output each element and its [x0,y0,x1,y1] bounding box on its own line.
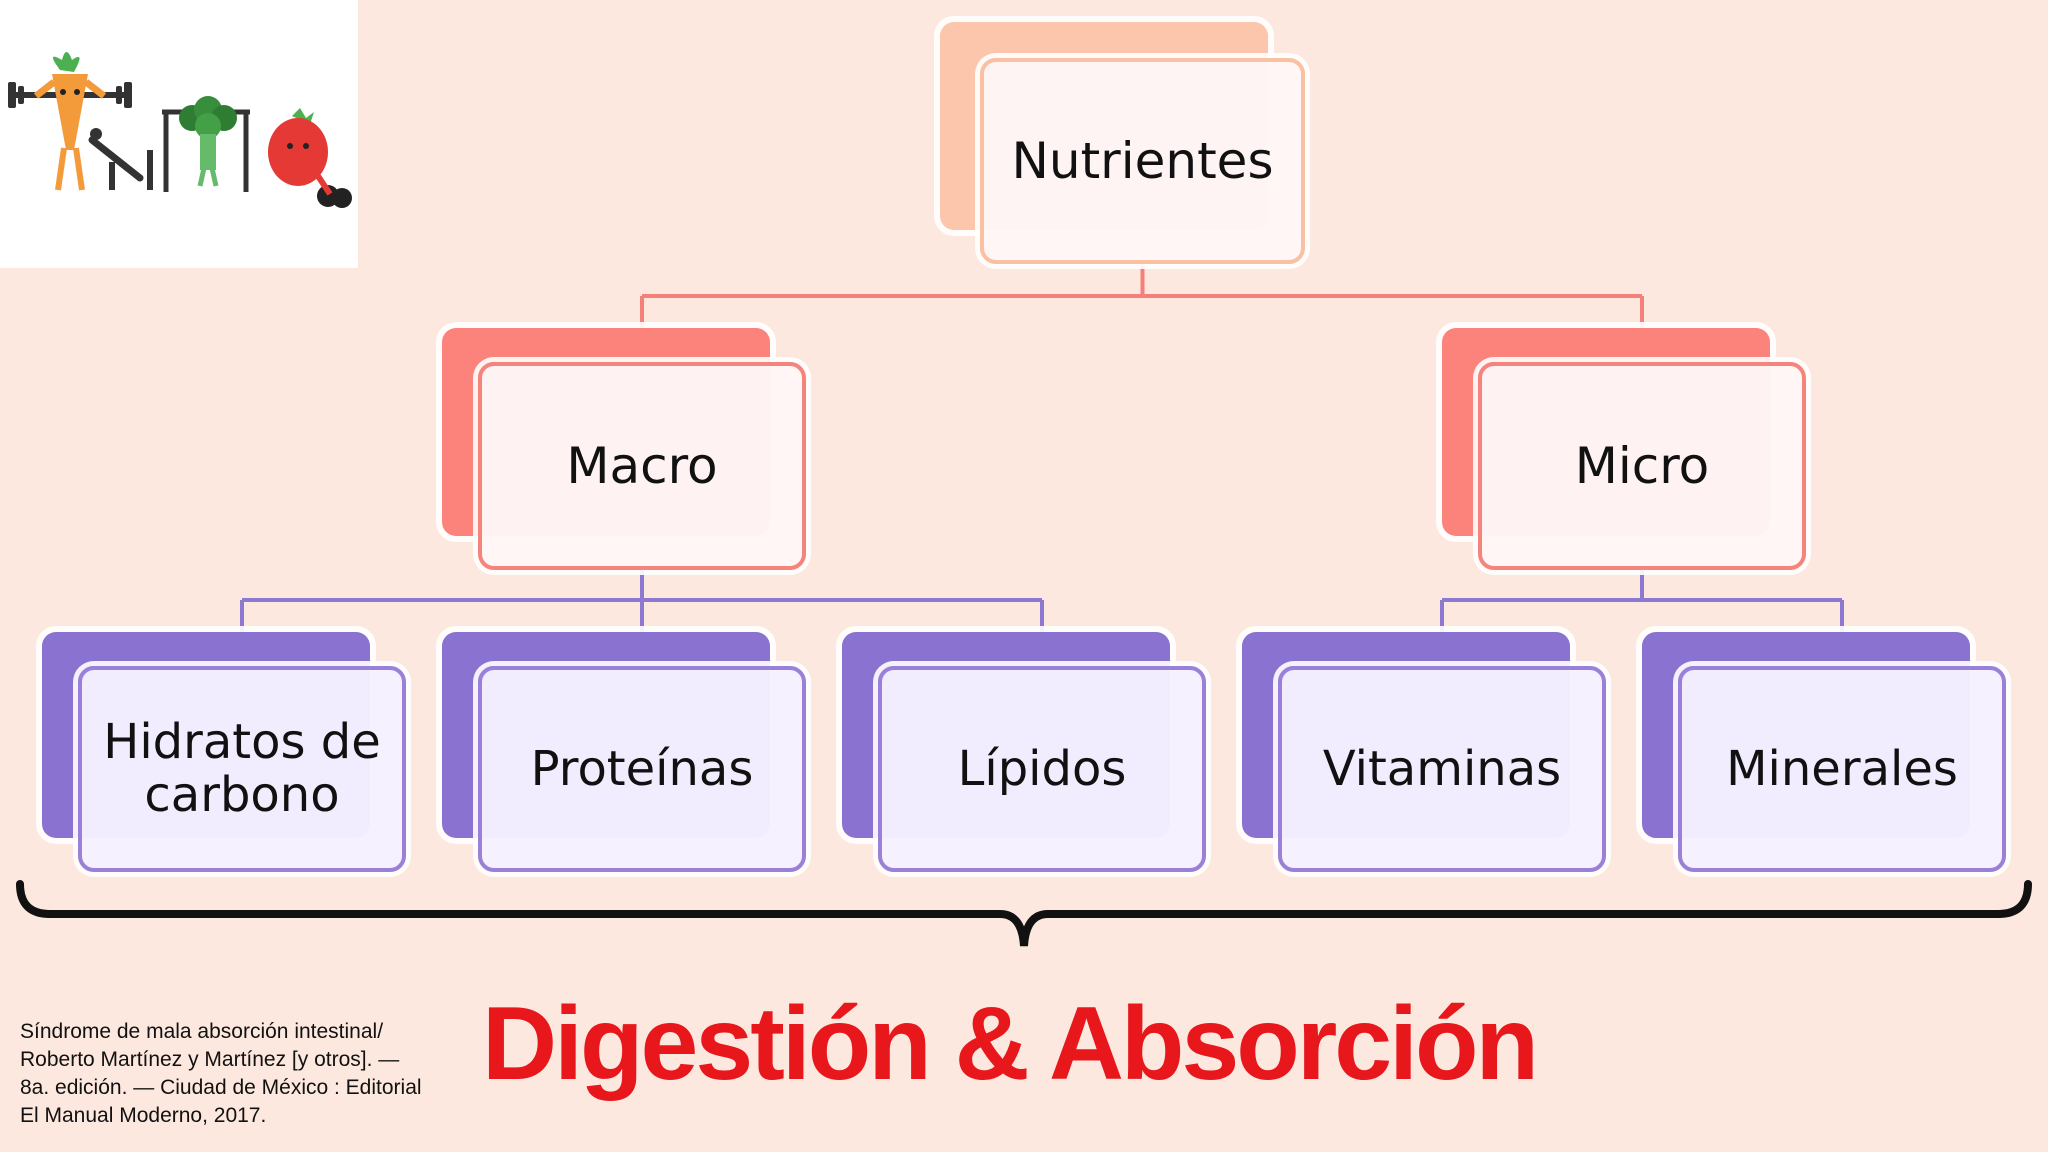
node-micro: Micro [1442,328,1806,570]
node-card: Lípidos [878,666,1206,872]
node-card: Proteínas [478,666,806,872]
node-card: Hidratos de carbono [78,666,406,872]
node-macro: Macro [442,328,806,570]
carrot-weightlifter-icon [8,52,132,191]
node-vitaminas: Vitaminas [1242,632,1606,872]
node-card: Nutrientes [980,58,1305,264]
grouping-brace [16,880,2032,947]
node-proteinas: Proteínas [442,632,806,872]
node-label: Proteínas [530,740,754,797]
node-label: Minerales [1726,740,1958,797]
node-label: Vitaminas [1322,740,1562,797]
node-label: Nutrientes [1011,131,1274,190]
node-label: Macro [566,436,718,495]
node-card: Macro [478,362,806,570]
footer-title: Digestión & Absorción [482,986,1539,1102]
citation-text: Síndrome de mala absorción intestinal/ R… [20,1020,422,1127]
node-label: Lípidos [957,740,1127,797]
node-card: Micro [1478,362,1806,570]
broccoli-pullup-icon [162,96,250,192]
node-hidratos: Hidratos de carbono [42,632,406,872]
tomato-dumbbell-icon [268,108,352,208]
node-card: Vitaminas [1278,666,1606,872]
bench-press-icon [88,128,153,190]
node-label: Hidratos de carbono [103,714,381,823]
node-lipidos: Lípidos [842,632,1206,872]
logo-illustration [0,0,358,268]
node-card: Minerales [1678,666,2006,872]
node-minerales: Minerales [1642,632,2006,872]
node-nutrientes: Nutrientes [940,22,1305,264]
node-label: Micro [1574,436,1710,495]
